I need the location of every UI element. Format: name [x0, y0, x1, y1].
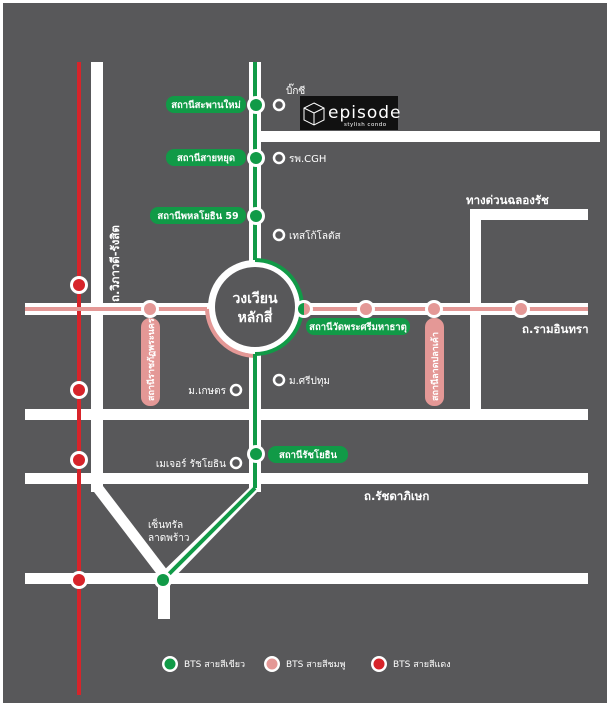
green-label-wat-phra-sri-text: สถานีวัดพระศรีมหาธาตุ — [309, 321, 407, 333]
pink-line-right — [302, 307, 588, 311]
pink-station-ratchakarn-dot — [144, 303, 156, 315]
green-station-saphan-mai-dot — [250, 99, 262, 111]
landmark-kaset-marker — [229, 383, 243, 397]
pink-label-ratchakarn: สถานีราชภัฏพระนคร — [141, 318, 160, 406]
road-vibhavadi-diagonal — [91, 486, 171, 577]
landmark-cgh-marker — [272, 151, 286, 165]
green-station-bottom-dot — [157, 574, 169, 586]
red-station-2-dot — [73, 384, 85, 396]
green-label-phahon59: สถานีพหลโยธิน 59 — [150, 207, 246, 224]
landmark-big-c: บิ๊กซี — [286, 83, 305, 97]
pink-station-wat-half-pink — [304, 303, 310, 315]
road-mid — [25, 409, 588, 420]
pink-stations — [141, 300, 530, 318]
legend-item-red: BTS สายสีแดง — [371, 656, 451, 672]
landmark-central-line1: เซ็นทรัล — [148, 517, 183, 531]
landmark-major: เมเจอร์ รัชโยธิน — [156, 457, 226, 470]
road-label-expressway: ทางด่วนฉลองรัช — [466, 193, 549, 207]
green-label-sai-yud-text: สถานีสายหยุด — [177, 152, 235, 164]
pink-station-wat-half-green — [298, 303, 304, 315]
logo-tagline: stylish condo — [344, 122, 387, 128]
road-label-ratchadaphisek: ถ.รัชดาภิเษก — [364, 489, 429, 503]
pink-line-curve — [205, 308, 256, 358]
roundabout-label-line1: วงเวียน — [232, 291, 278, 307]
red-stations — [70, 276, 88, 589]
legend-item-pink: BTS สายสีชมพู — [264, 656, 346, 672]
road-vibhavadi — [91, 62, 103, 492]
legend-green-swatch — [164, 658, 176, 670]
landmark-big-c-marker — [272, 98, 286, 112]
pink-label-lat-pla-khao: สถานีลาดปลาเค้า — [425, 318, 444, 406]
green-label-saphan-mai-text: สถานีสะพานใหม่ — [171, 99, 241, 111]
legend-green-label: BTS สายสีเขียว — [184, 659, 245, 670]
road-top-right — [258, 131, 600, 142]
road-ratchadaphisek — [25, 473, 588, 484]
legend-red-label: BTS สายสีแดง — [393, 659, 451, 670]
roundabout-inner — [215, 267, 295, 347]
green-label-wat-phra-sri: สถานีวัดพระศรีมหาธาตุ — [306, 318, 410, 335]
landmark-sripathum: ม.ศรีปทุม — [289, 375, 330, 387]
green-station-phahon59-dot — [250, 210, 262, 222]
pink-label-ratchakarn-text: สถานีราชภัฏพระนคร — [146, 318, 157, 401]
road-expressway-h — [470, 209, 588, 220]
red-station-4-dot — [73, 574, 85, 586]
green-label-saphan-mai: สถานีสะพานใหม่ — [166, 96, 246, 113]
episode-logo: episode stylish condo — [300, 96, 401, 130]
green-stations — [154, 96, 265, 589]
landmark-sripathum-marker — [272, 373, 286, 387]
pink-line-left — [25, 307, 207, 311]
road-label-ram-inthra: ถ.รามอินทรา — [522, 322, 589, 336]
logo-name: episode — [328, 103, 401, 123]
landmark-central-line2: ลาดพร้าว — [148, 532, 189, 544]
legend-item-green: BTS สายสีเขียว — [162, 656, 245, 672]
road-label-vibhavadi: ถ.วิภาวดี-รังสิต — [108, 225, 122, 302]
green-line-south — [253, 354, 257, 488]
legend: BTS สายสีเขียว BTS สายสีชมพู BTS สายสีแด… — [162, 656, 451, 672]
green-station-sai-yud-dot — [250, 152, 262, 164]
roundabout-label-line2: หลักสี่ — [238, 307, 273, 326]
pink-station-5-dot — [515, 303, 527, 315]
red-station-3-dot — [73, 454, 85, 466]
green-label-ratchayothin-text: สถานีรัชโยธิน — [279, 449, 337, 461]
landmark-major-marker — [229, 456, 243, 470]
landmark-tesco-marker — [272, 228, 286, 242]
pink-station-3-dot — [360, 303, 372, 315]
green-station-ratchayothin-dot — [250, 448, 262, 460]
legend-pink-swatch — [266, 658, 278, 670]
red-line — [77, 62, 81, 695]
green-label-ratchayothin: สถานีรัชโยธิน — [268, 446, 348, 463]
pink-station-lat-pla-khao-dot — [428, 303, 440, 315]
legend-pink-label: BTS สายสีชมพู — [286, 659, 346, 670]
landmark-cgh: รพ.CGH — [289, 154, 326, 165]
landmark-kaset: ม.เกษตร — [188, 386, 226, 397]
landmark-tesco: เทสโก้โลตัส — [289, 229, 341, 242]
landmarks: บิ๊กซี รพ.CGH เทสโก้โลตัส ม.เกษตร ม.ศรีป… — [148, 83, 341, 544]
green-line-diagonal — [162, 486, 257, 581]
cube-icon — [303, 102, 325, 126]
legend-red-swatch — [373, 658, 385, 670]
green-label-phahon59-text: สถานีพหลโยธิน 59 — [157, 210, 238, 222]
pink-label-lat-pla-khao-text: สถานีลาดปลาเค้า — [430, 332, 441, 401]
red-station-1-dot — [73, 279, 85, 291]
green-label-sai-yud: สถานีสายหยุด — [166, 149, 246, 166]
road-bottom — [25, 573, 588, 584]
